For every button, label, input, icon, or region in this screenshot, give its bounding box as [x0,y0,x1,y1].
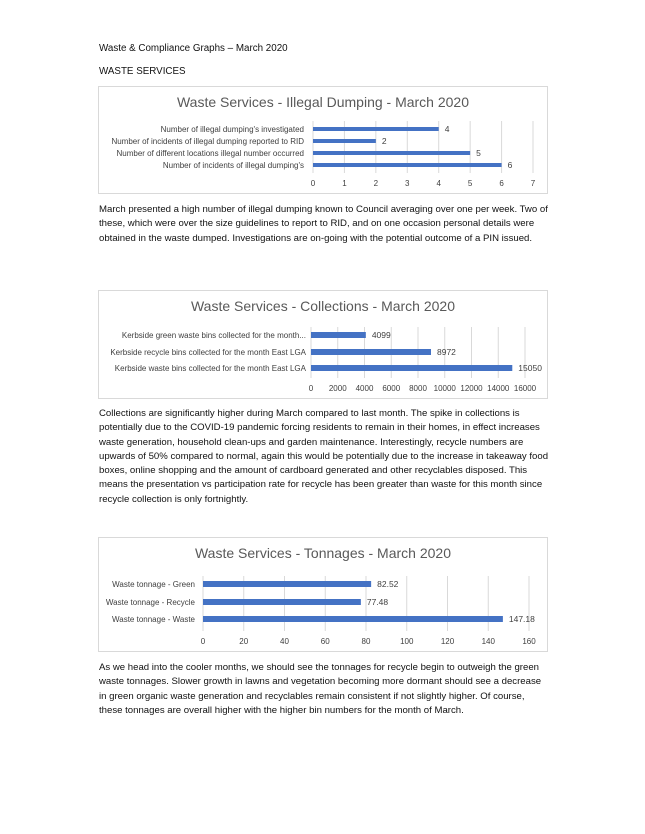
paragraph-collections: Collections are significantly higher dur… [99,408,549,505]
x-tick-label: 0 [309,384,314,393]
category-label: Number of illegal dumping's investigated [161,125,304,134]
bar [313,151,471,155]
category-label: Kerbside recycle bins collected for the … [110,348,306,357]
paragraph-tonnages: As we head into the cooler months, we sh… [99,662,542,716]
chart-title: Waste Services - Illegal Dumping - March… [177,94,469,110]
data-label: 4099 [372,330,391,340]
paragraph-illegal-dumping: March presented a high number of illegal… [99,204,548,244]
data-label: 6 [508,160,513,170]
x-tick-label: 10000 [434,384,457,393]
bar [313,127,439,131]
bar [311,349,432,355]
data-label: 15050 [518,363,542,373]
chart-tonnages: Waste Services - Tonnages - March 2020 0 2… [98,537,548,652]
x-tick-label: 2000 [329,384,347,393]
chart-collections: Waste Services - Collections - March 202… [98,290,548,399]
x-tick-label: 2 [374,179,379,188]
x-tick-label: 0 [201,637,206,646]
x-tick-label: 100 [400,637,414,646]
x-tick-label: 5 [468,179,473,188]
illegal-dumping-bar-chart: Waste Services - Illegal Dumping - March… [111,94,536,188]
bar [311,332,366,338]
data-label: 82.52 [377,579,399,589]
data-label: 4 [445,124,450,134]
x-tick-label: 140 [482,637,496,646]
x-tick-label: 60 [321,637,330,646]
x-tick-label: 4 [436,179,441,188]
category-label: Number of incidents of illegal dumping r… [111,137,304,146]
x-tick-label: 80 [362,637,371,646]
category-label: Waste tonnage - Green [112,580,195,589]
data-label: 77.48 [367,597,389,607]
data-label: 8972 [437,347,456,357]
x-tick-label: 120 [441,637,455,646]
bar [313,139,376,143]
tonnages-bar-chart: Waste Services - Tonnages - March 2020 0 2… [106,545,536,646]
x-tick-label: 3 [405,179,410,188]
x-tick-label: 6 [499,179,504,188]
x-tick-label: 8000 [409,384,427,393]
chart-title: Waste Services - Tonnages - March 2020 [195,545,451,561]
bar [311,365,513,371]
x-tick-label: 0 [311,179,316,188]
category-label: Kerbside green waste bins collected for … [122,331,306,340]
data-label: 2 [382,136,387,146]
x-tick-label: 1 [342,179,347,188]
x-tick-label: 12000 [460,384,483,393]
bar [203,616,503,622]
x-tick-label: 14000 [487,384,510,393]
category-label: Number of incidents of illegal dumping's [163,161,304,170]
x-tick-label: 7 [531,179,536,188]
category-label: Number of different locations illegal nu… [116,149,304,158]
category-label: Waste tonnage - Waste [112,615,196,624]
x-tick-label: 20 [239,637,248,646]
bar [313,163,502,167]
x-tick-label: 16000 [514,384,537,393]
x-tick-label: 4000 [356,384,374,393]
bar [203,599,361,605]
chart-title: Waste Services - Collections - March 202… [191,298,455,314]
collections-bar-chart: Waste Services - Collections - March 202… [110,298,542,393]
section-heading: WASTE SERVICES [99,66,186,77]
x-tick-label: 160 [522,637,536,646]
data-label: 147.18 [509,614,535,624]
category-label: Kerbside waste bins collected for the mo… [115,364,307,373]
bar [203,581,372,587]
data-label: 5 [476,148,481,158]
x-tick-label: 6000 [382,384,400,393]
chart-illegal-dumping: Waste Services - Illegal Dumping - March… [98,86,548,194]
x-tick-label: 40 [280,637,289,646]
category-label: Waste tonnage - Recycle [106,598,196,607]
document-title: Waste & Compliance Graphs – March 2020 [99,43,288,54]
